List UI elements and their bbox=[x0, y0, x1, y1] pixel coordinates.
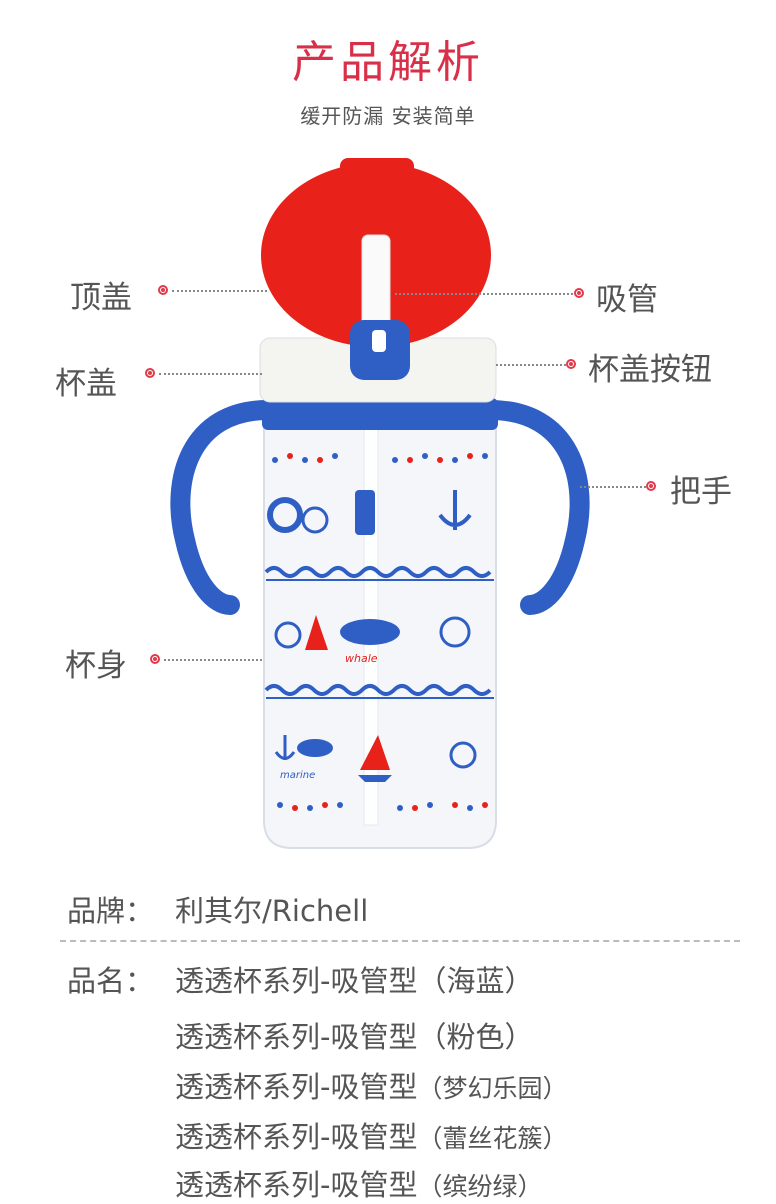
label-lid-button: 杯盖按钮 bbox=[588, 352, 712, 388]
variant-name: （蕾丝花簇） bbox=[417, 1124, 568, 1153]
marker-dot-top-lid bbox=[158, 285, 168, 295]
label-lid: 杯盖 bbox=[55, 366, 117, 402]
series-name: 透透杯系列-吸管型 bbox=[175, 1120, 418, 1154]
whale-print-text: whale bbox=[345, 652, 378, 665]
product-name-label: 品名： bbox=[67, 964, 155, 998]
label-body: 杯身 bbox=[65, 648, 127, 684]
leader-line-lid-button bbox=[496, 364, 566, 366]
series-name: 透透杯系列-吸管型 bbox=[175, 1168, 418, 1202]
marine-print-text: marine bbox=[280, 770, 315, 781]
brand-value: 利其尔/Richell bbox=[175, 894, 369, 928]
label-handle: 把手 bbox=[670, 474, 732, 510]
marker-dot-handle bbox=[646, 481, 656, 491]
series-name: 透透杯系列-吸管型 bbox=[175, 964, 418, 998]
product-name-item: 透透杯系列-吸管型（蕾丝花簇） bbox=[175, 1114, 567, 1156]
page-subtitle: 缓开防漏 安装简单 bbox=[300, 104, 476, 128]
variant-name: （梦幻乐园） bbox=[417, 1074, 568, 1103]
marker-dot-straw bbox=[574, 288, 584, 298]
brand-label: 品牌： bbox=[67, 894, 155, 928]
leader-line-lid bbox=[159, 373, 262, 375]
marker-dot-lid-button bbox=[566, 359, 576, 369]
variant-name: （粉色） bbox=[417, 1020, 534, 1054]
leader-line-top-lid bbox=[172, 290, 267, 292]
label-straw: 吸管 bbox=[596, 282, 658, 318]
marker-dot-body bbox=[150, 654, 160, 664]
variant-name: （缤纷绿） bbox=[417, 1172, 543, 1201]
label-top-lid: 顶盖 bbox=[70, 280, 132, 316]
right-handle bbox=[480, 400, 590, 615]
marker-dot-lid bbox=[145, 368, 155, 378]
product-cup-image: whale marine bbox=[170, 158, 590, 849]
variant-name: （海蓝） bbox=[417, 964, 534, 998]
series-name: 透透杯系列-吸管型 bbox=[175, 1070, 418, 1104]
leader-line-handle bbox=[580, 486, 646, 488]
leader-line-straw bbox=[395, 293, 573, 295]
divider bbox=[60, 940, 740, 942]
series-name: 透透杯系列-吸管型 bbox=[175, 1020, 418, 1054]
leader-line-body bbox=[164, 659, 262, 661]
product-name-item: 透透杯系列-吸管型（缤纷绿） bbox=[175, 1162, 542, 1204]
left-handle bbox=[170, 400, 278, 615]
product-name-item: 透透杯系列-吸管型（粉色） bbox=[175, 1014, 533, 1056]
page-title: 产品解析 bbox=[292, 37, 484, 88]
product-name-item: 透透杯系列-吸管型（海蓝） bbox=[175, 958, 533, 1000]
product-name-item: 透透杯系列-吸管型（梦幻乐园） bbox=[175, 1064, 567, 1106]
